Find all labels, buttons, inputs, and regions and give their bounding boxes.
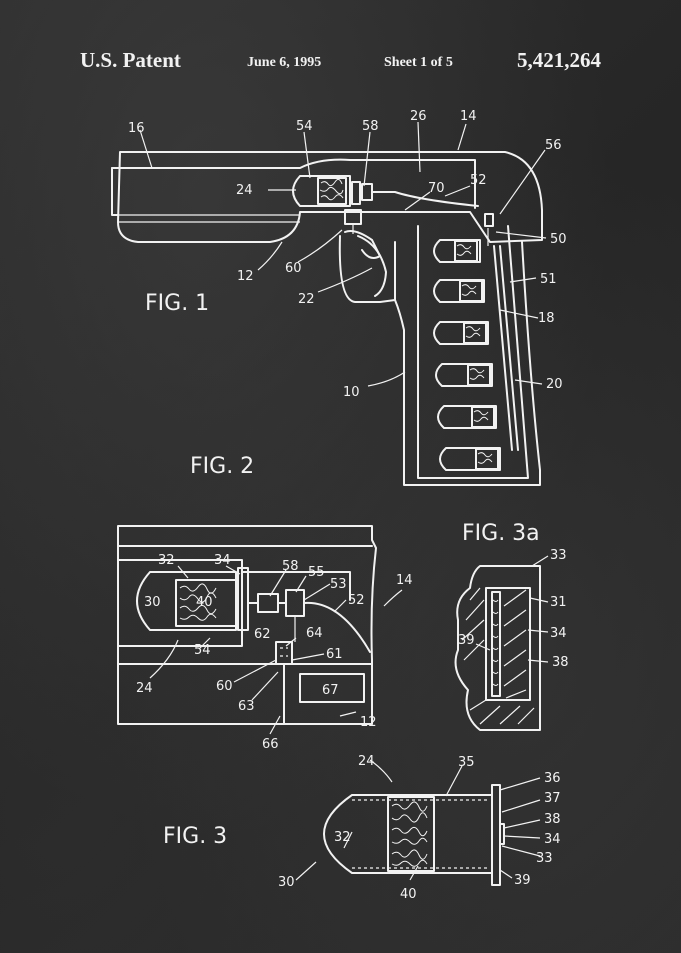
ref-54: 54 [194, 643, 211, 658]
fig2-title: FIG. 2 [190, 454, 254, 479]
ref-70: 70 [428, 181, 445, 196]
ref-50: 50 [550, 232, 567, 247]
ref-14: 14 [396, 573, 413, 588]
ref-38: 38 [544, 812, 561, 827]
ref-36: 36 [544, 771, 561, 786]
ref-62: 62 [254, 627, 271, 642]
sheet-number: Sheet 1 of 5 [384, 55, 453, 70]
ref-40: 40 [400, 887, 417, 902]
patent-date: June 6, 1995 [247, 55, 322, 70]
ref-52: 52 [348, 593, 365, 608]
ref-24: 24 [136, 681, 153, 696]
ref-51: 51 [540, 272, 557, 287]
fig3a-title: FIG. 3a [462, 521, 540, 546]
ref-66: 66 [262, 737, 279, 752]
ref-37: 37 [544, 791, 561, 806]
ref-33: 33 [536, 851, 553, 866]
fig1-title: FIG. 1 [145, 291, 209, 316]
ref-14: 14 [460, 109, 477, 124]
ref-64: 64 [306, 626, 323, 641]
ref-67: 67 [322, 683, 339, 698]
ref-58: 58 [282, 559, 299, 574]
ref-35: 35 [458, 755, 475, 770]
ref-26: 26 [410, 109, 427, 124]
ref-34: 34 [550, 626, 567, 641]
ref-12: 12 [237, 269, 254, 284]
fig3-title: FIG. 3 [163, 824, 227, 849]
fig2-section-drawing: 32 34 58 55 53 14 30 40 52 62 64 54 61 6… [117, 525, 413, 752]
ref-20: 20 [546, 377, 563, 392]
ref-54: 54 [296, 119, 313, 134]
ref-18: 18 [538, 311, 555, 326]
ref-32: 32 [158, 553, 175, 568]
ref-33: 33 [550, 548, 567, 563]
ref-31: 31 [550, 595, 567, 610]
fig3-cartridge-drawing: FIG. 3 24 35 36 37 38 34 [163, 754, 561, 902]
ref-24: 24 [236, 183, 253, 198]
ref-24: 24 [358, 754, 375, 769]
ref-34: 34 [544, 832, 561, 847]
ref-39: 39 [514, 873, 531, 888]
fig3a-detail-drawing: FIG. 3a 33 31 34 39 38 [454, 521, 569, 731]
ref-56: 56 [545, 138, 562, 153]
ref-30: 30 [144, 595, 161, 610]
ref-10: 10 [343, 385, 360, 400]
patent-label: U.S. Patent [80, 48, 181, 72]
ref-34: 34 [214, 553, 231, 568]
ref-30: 30 [278, 875, 295, 890]
ref-61: 61 [326, 647, 343, 662]
ref-40: 40 [196, 595, 213, 610]
ref-38: 38 [552, 655, 569, 670]
ref-39: 39 [458, 633, 475, 648]
ref-55: 55 [308, 565, 325, 580]
patent-number: 5,421,264 [517, 48, 601, 72]
ref-60: 60 [216, 679, 233, 694]
magazine-cartridges [433, 239, 501, 471]
ref-12: 12 [360, 715, 377, 730]
ref-53: 53 [330, 577, 347, 592]
ref-52: 52 [470, 173, 487, 188]
fig1-pistol-drawing: 16 54 58 26 14 56 24 70 52 50 51 12 60 2… [111, 109, 567, 486]
ref-60: 60 [285, 261, 302, 276]
ref-58: 58 [362, 119, 379, 134]
ref-16: 16 [128, 121, 145, 136]
ref-22: 22 [298, 292, 315, 307]
ref-63: 63 [238, 699, 255, 714]
ref-32: 32 [334, 830, 351, 845]
